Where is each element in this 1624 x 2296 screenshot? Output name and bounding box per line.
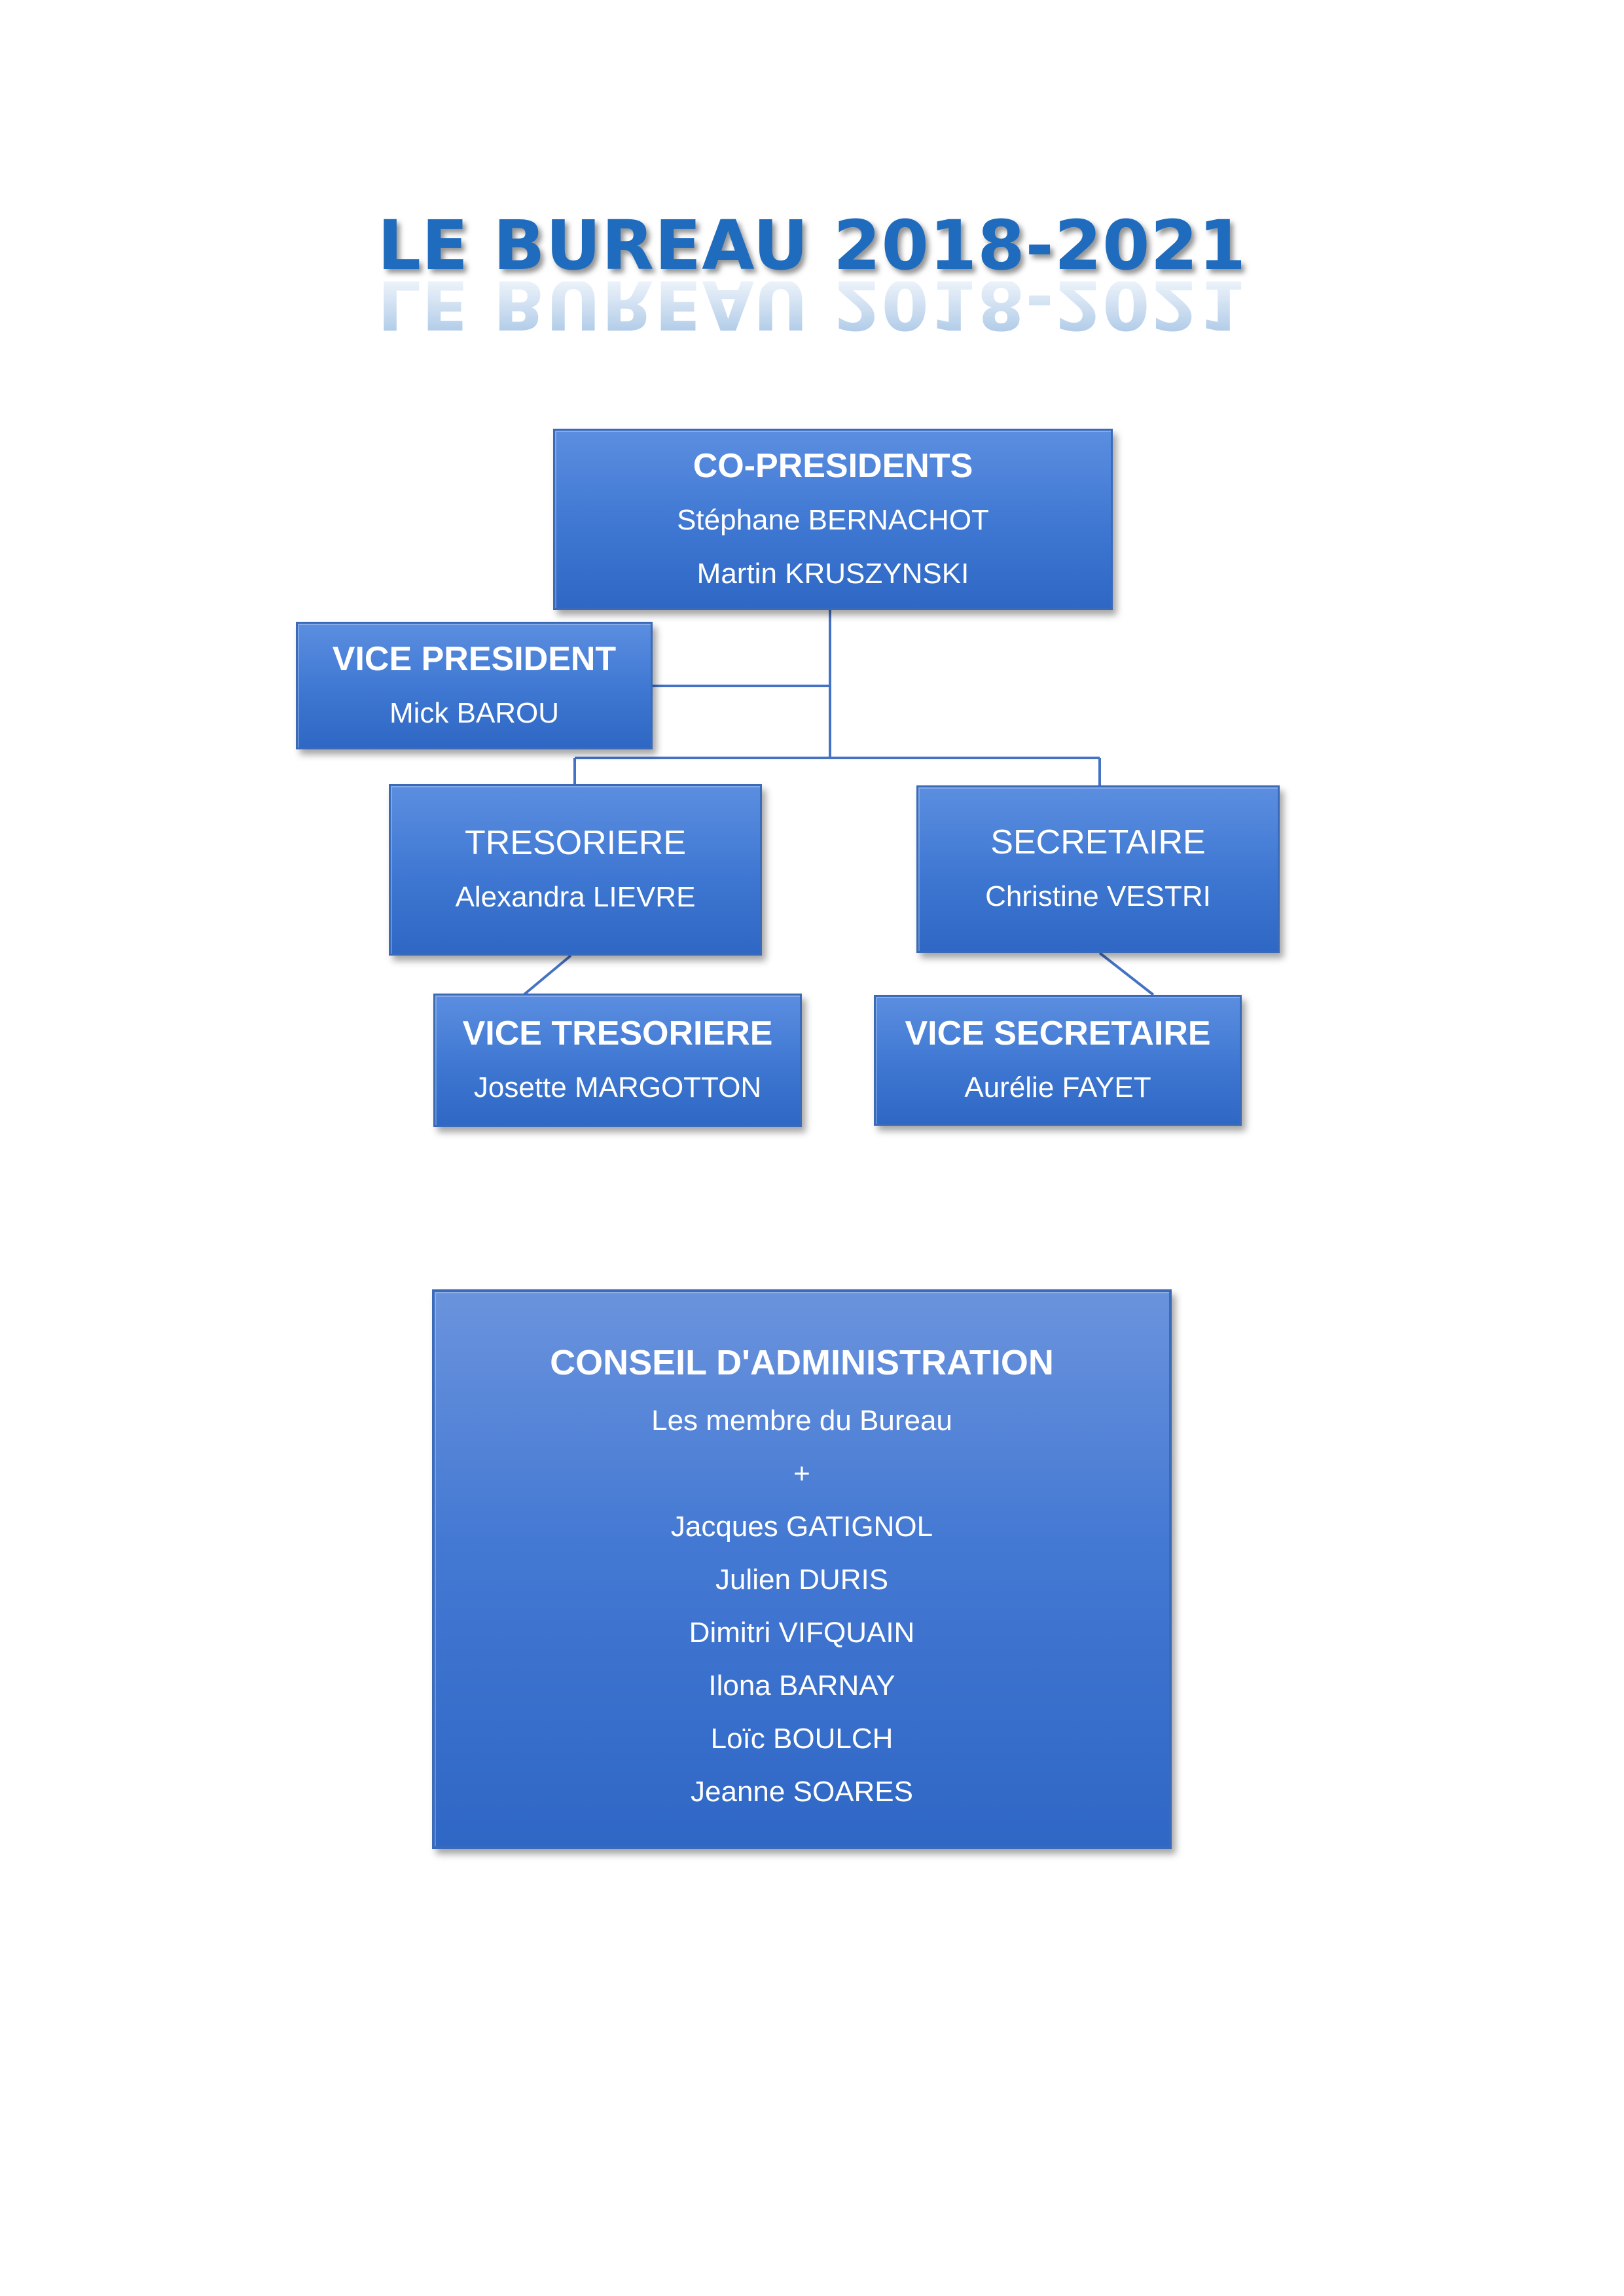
- co-president-name-2: Martin KRUSZYNSKI: [696, 557, 969, 590]
- vice-tresoriere-box: VICE TRESORIERE Josette MARGOTTON: [433, 994, 802, 1127]
- secretaire-box: SECRETAIRE Christine VESTRI: [916, 785, 1280, 953]
- council-box: CONSEIL D'ADMINISTRATION Les membre du B…: [432, 1289, 1172, 1849]
- vice-president-name: Mick BAROU: [389, 696, 560, 729]
- vice-secretaire-name: Aurélie FAYET: [964, 1071, 1151, 1103]
- council-title: CONSEIL D'ADMINISTRATION: [550, 1343, 1054, 1382]
- council-member: Loïc BOULCH: [710, 1723, 893, 1755]
- council-member: Jacques GATIGNOL: [670, 1511, 933, 1543]
- tresoriere-name: Alexandra LIEVRE: [455, 881, 696, 913]
- vice-tresoriere-name: Josette MARGOTTON: [473, 1071, 762, 1103]
- tresoriere-box: TRESORIERE Alexandra LIEVRE: [389, 784, 762, 956]
- secretaire-role: SECRETAIRE: [990, 823, 1206, 861]
- vice-secretaire-role: VICE SECRETAIRE: [905, 1014, 1211, 1052]
- page-title-wrap: LE BUREAU 2018-2021: [0, 206, 1624, 285]
- vice-tresoriere-role: VICE TRESORIERE: [462, 1014, 773, 1052]
- connector-vice-tresoriere: [522, 954, 572, 996]
- co-presidents-role: CO-PRESIDENTS: [693, 446, 973, 485]
- council-member: Ilona BARNAY: [708, 1670, 895, 1702]
- co-presidents-box: CO-PRESIDENTS Stéphane BERNACHOT Martin …: [553, 429, 1113, 610]
- council-plus: +: [793, 1458, 810, 1490]
- co-president-name-1: Stéphane BERNACHOT: [677, 503, 989, 536]
- council-member: Julien DURIS: [715, 1564, 889, 1596]
- page-title: LE BUREAU 2018-2021: [377, 206, 1247, 285]
- tresoriere-role: TRESORIERE: [464, 824, 687, 862]
- connector-vice-secretaire: [1098, 952, 1155, 996]
- secretaire-name: Christine VESTRI: [985, 880, 1211, 912]
- vice-president-role: VICE PRESIDENT: [332, 639, 617, 678]
- vice-president-box: VICE PRESIDENT Mick BAROU: [296, 622, 653, 749]
- council-intro: Les membre du Bureau: [651, 1405, 952, 1437]
- vice-secretaire-box: VICE SECRETAIRE Aurélie FAYET: [874, 995, 1242, 1126]
- council-member: Dimitri VIFQUAIN: [689, 1617, 915, 1649]
- council-member: Jeanne SOARES: [691, 1776, 913, 1808]
